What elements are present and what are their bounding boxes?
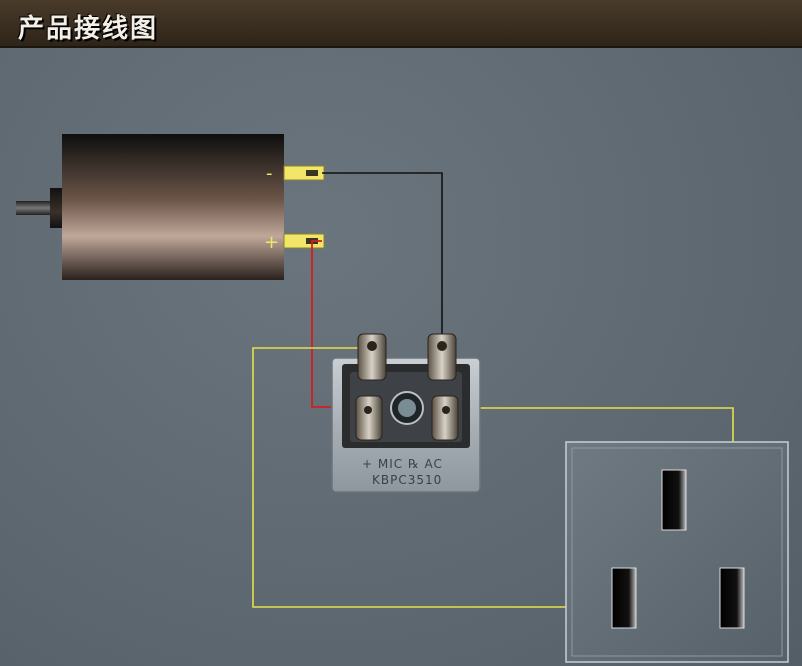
bridge-lug-top-left (357, 333, 387, 381)
motor-shaft (16, 201, 56, 215)
motor-end-cap (50, 188, 64, 228)
dc-motor: - + (16, 134, 325, 280)
motor-terminal-minus-screw (306, 170, 318, 176)
motor-minus-label: - (266, 163, 273, 184)
bridge-lug-bottom-right (431, 395, 459, 441)
socket-slot-earth (661, 469, 687, 531)
motor-plus-label: + (264, 232, 279, 253)
bridge-lug-bottom-left (355, 395, 383, 441)
header-bar: 产品接线图 (0, 0, 802, 48)
socket-slot-left (611, 567, 637, 629)
bridge-marking-line2: KBPC3510 (372, 473, 442, 487)
bridge-marking-line1: + MIC ℞ AC (362, 457, 443, 471)
bridge-lug-top-right (427, 333, 457, 381)
wire-black-negative (322, 172, 443, 334)
motor-body (62, 134, 284, 280)
motor-terminal-plus (283, 233, 325, 249)
bridge-rectifier: + MIC ℞ AC KBPC3510 (331, 333, 481, 493)
socket-slot-right (719, 567, 745, 629)
wall-socket (565, 441, 789, 663)
page-title: 产品接线图 (18, 14, 159, 44)
socket-plate-inner (571, 447, 783, 657)
wire-yellow-ac-left (252, 347, 622, 608)
bridge-mount-hole-inner (398, 399, 416, 417)
